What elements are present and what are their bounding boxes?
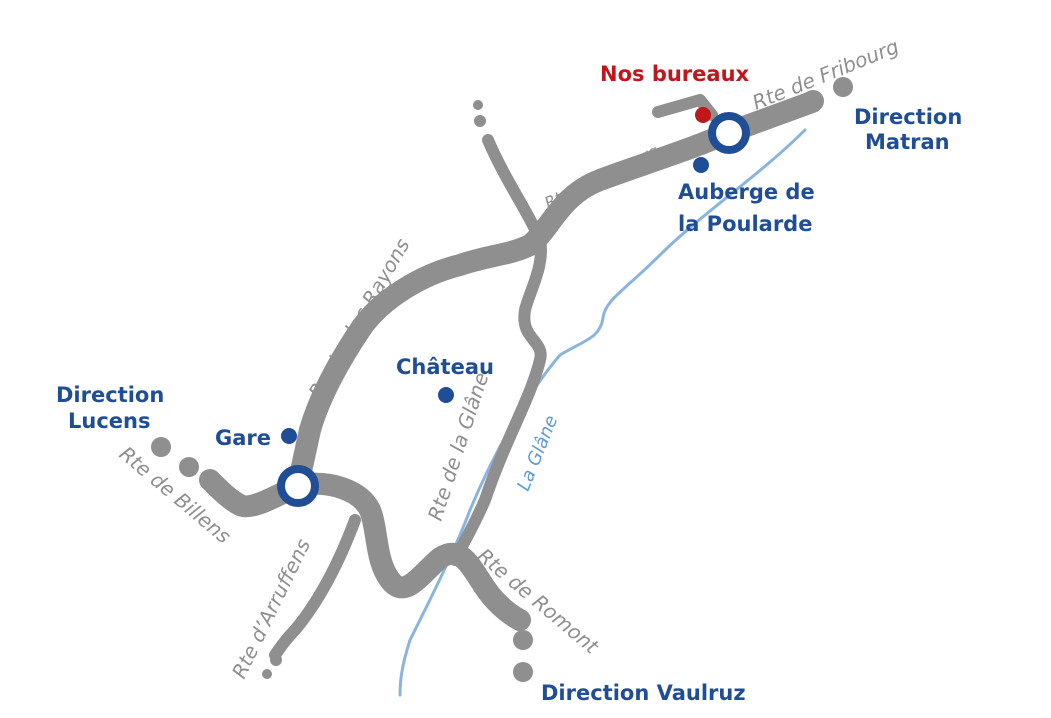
- label-nos-bureaux: Nos bureaux: [600, 62, 750, 86]
- road-dot: [474, 115, 486, 127]
- label-direction-lucens: Direction: [56, 383, 164, 407]
- label-gare: Gare: [215, 426, 271, 450]
- label-direction-matran: Direction: [854, 105, 962, 129]
- road-rte-de-fribourg: [287, 91, 823, 496]
- road-dot: [513, 662, 533, 682]
- label-auberge: Auberge de: [678, 180, 815, 204]
- road-label-rte-de-fribourg: Rte de Fribourg: [541, 141, 661, 213]
- chateau-marker-icon: [438, 387, 454, 403]
- road-dot: [802, 90, 824, 112]
- river-la-glane: [398, 128, 807, 697]
- office-marker-icon: [695, 107, 711, 123]
- label-direction-matran: Matran: [865, 130, 950, 154]
- road-dot: [513, 630, 533, 650]
- label-chateau: Château: [396, 355, 494, 379]
- road-dot: [833, 77, 853, 97]
- road-dot: [179, 457, 199, 477]
- auberge-marker-icon: [693, 157, 709, 173]
- road-label-rte-de-fribourg: Rte de Fribourg: [749, 34, 902, 115]
- roundabout-icon: [277, 465, 319, 507]
- roundabout-icon: [708, 112, 750, 154]
- road-dot: [270, 654, 282, 666]
- road-rte-de-romont: [287, 472, 531, 631]
- label-direction-vaulruz: Direction Vaulruz: [541, 681, 746, 705]
- road-dot: [151, 437, 171, 457]
- gare-marker-icon: [281, 428, 297, 444]
- road-north-branch: [449, 134, 547, 566]
- road-rte-de-billens: [199, 469, 309, 518]
- road-arruffens: [269, 514, 361, 661]
- road-dot: [473, 100, 483, 110]
- label-direction-lucens: Lucens: [68, 409, 150, 433]
- road-dot: [262, 669, 272, 679]
- label-auberge: la Poularde: [678, 212, 812, 236]
